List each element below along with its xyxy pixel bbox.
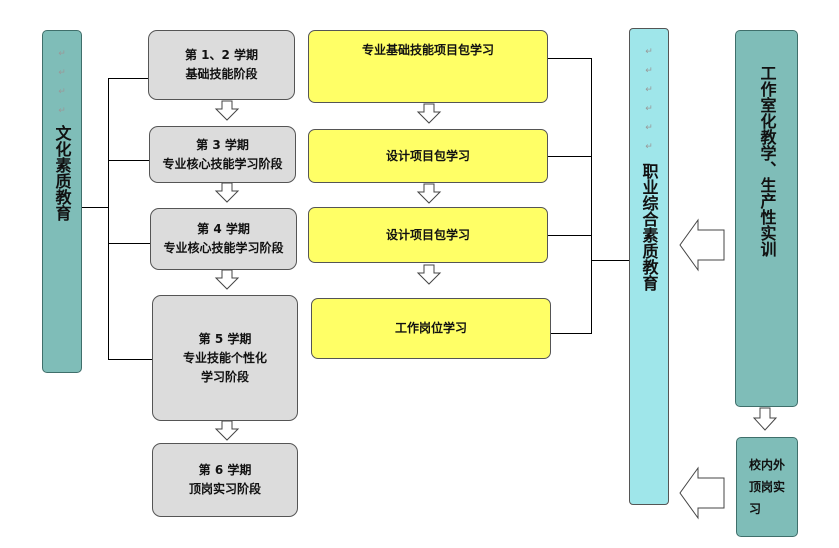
paragraph-mark: ↵	[645, 123, 653, 133]
paragraph-mark: ↵	[58, 68, 66, 78]
package-4-label: 工作岗位学习	[394, 321, 467, 335]
semester-5-stage: 专业技能个性化	[182, 350, 267, 365]
right-bracket-vertical	[591, 58, 592, 334]
package-3-connector	[548, 235, 592, 236]
internship-column: 校内外顶岗实习	[736, 437, 798, 537]
semester-4-stage: 专业核心技能学习阶段	[163, 241, 284, 255]
arrow-down-3	[214, 269, 240, 290]
semester-3-box: 第 3 学期 专业核心技能学习阶段	[149, 126, 296, 183]
left-bracket-vertical	[108, 78, 109, 360]
package-2-box: 设计项目包学习	[308, 129, 548, 183]
arrow-down-5	[416, 103, 442, 124]
arrow-left-internship	[679, 466, 725, 520]
package-4-box: 工作岗位学习	[311, 298, 551, 359]
semester-1-title: 第 1、2 学期	[184, 48, 259, 62]
paragraph-mark: ↵	[645, 142, 653, 152]
vocational-education-column: ↵ ↵ ↵ ↵ ↵ ↵ 职业综合素质教育	[629, 28, 669, 505]
arrow-down-8	[752, 407, 778, 431]
semester-6-title: 第 6 学期	[198, 463, 252, 477]
semester-6-box: 第 6 学期 顶岗实习阶段	[152, 443, 298, 517]
package-4-connector	[551, 333, 592, 334]
semester-5-box: 第 5 学期 专业技能个性化 学习阶段	[152, 295, 298, 421]
package-3-box: 设计项目包学习	[308, 207, 548, 263]
package-2-label: 设计项目包学习	[385, 148, 470, 163]
arrow-down-1	[214, 100, 240, 121]
vocational-education-label: 职业综合素质教育	[639, 163, 659, 291]
paragraph-mark: ↵	[58, 106, 66, 116]
package-3-label: 设计项目包学习	[385, 227, 470, 242]
paragraph-mark: ↵	[645, 47, 653, 57]
semester-4-title: 第 4 学期	[197, 222, 250, 236]
semester-1-box: 第 1、2 学期 基础技能阶段	[148, 30, 295, 100]
paragraph-mark: ↵	[58, 87, 66, 97]
culture-education-column: ↵ ↵ ↵ ↵ 文化素质教育	[42, 30, 82, 373]
package-1-connector	[548, 58, 592, 59]
left-bracket-to-culture	[82, 207, 109, 208]
package-1-box: 专业基础技能项目包学习	[308, 30, 548, 103]
bracket-to-semester-3	[108, 160, 149, 161]
semester-3-title: 第 3 学期	[196, 137, 249, 152]
semester-4-box: 第 4 学期 专业核心技能学习阶段	[150, 208, 297, 270]
semester-5-title: 第 5 学期	[198, 331, 252, 346]
semester-3-stage: 专业核心技能学习阶段	[162, 156, 283, 171]
arrow-down-4	[214, 420, 240, 441]
semester-5-stage-cont: 学习阶段	[200, 369, 249, 384]
right-bracket-to-vocational	[591, 260, 629, 261]
paragraph-mark: ↵	[645, 66, 653, 76]
arrow-left-studio	[679, 218, 725, 272]
arrow-down-2	[214, 182, 240, 203]
internship-label: 校内外顶岗实习	[749, 458, 786, 516]
arrow-down-6	[416, 183, 442, 204]
arrow-down-7	[416, 264, 442, 285]
package-1-label: 专业基础技能项目包学习	[361, 43, 494, 57]
package-2-connector	[548, 156, 592, 157]
semester-1-stage: 基础技能阶段	[185, 67, 258, 81]
semester-6-stage: 顶岗实习阶段	[188, 482, 261, 496]
paragraph-mark: ↵	[645, 85, 653, 95]
bracket-to-semester-1	[108, 78, 148, 79]
paragraph-mark: ↵	[645, 104, 653, 114]
bracket-to-semester-4	[108, 243, 150, 244]
studio-teaching-column: 工作室化教学、生产性实训	[735, 30, 798, 407]
culture-education-label: 文化素质教育	[52, 125, 72, 221]
studio-teaching-label: 工作室化教学、生产性实训	[757, 65, 777, 257]
bracket-to-semester-5	[108, 359, 152, 360]
paragraph-mark: ↵	[58, 49, 66, 59]
